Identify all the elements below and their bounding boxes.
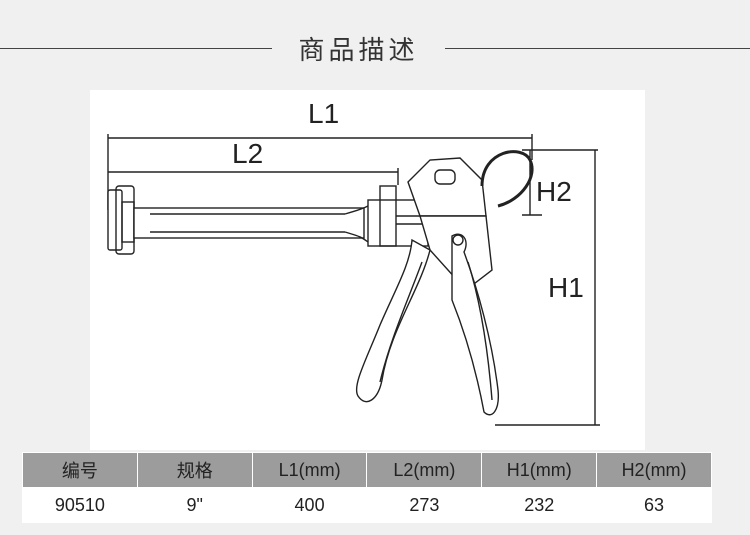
table-cell: 232 bbox=[481, 487, 598, 523]
barrel bbox=[133, 207, 365, 239]
table-cell: 273 bbox=[366, 487, 483, 523]
table-cell: 400 bbox=[251, 487, 368, 523]
table-cell: 9" bbox=[136, 487, 253, 523]
caulking-gun-icon bbox=[107, 134, 600, 426]
grip-handle bbox=[356, 238, 431, 403]
product-drawing: L1 L2 H2 H1 bbox=[90, 90, 645, 450]
table-header-row: 编号 规格 L1(mm) L2(mm) H1(mm) H2(mm) bbox=[22, 452, 712, 488]
section-title: 商品描述 bbox=[298, 36, 419, 66]
top-bracket bbox=[407, 157, 487, 217]
table-cell: 63 bbox=[596, 487, 712, 523]
header-rule-right bbox=[445, 48, 750, 49]
col-header: 规格 bbox=[136, 452, 253, 488]
table-cell: 90510 bbox=[22, 487, 138, 523]
col-header: L2(mm) bbox=[366, 452, 483, 488]
label-h2: H2 bbox=[536, 176, 572, 207]
rod-hook bbox=[480, 150, 534, 208]
pivot-pin bbox=[452, 234, 464, 246]
trigger-lever bbox=[451, 233, 500, 416]
label-h1: H1 bbox=[548, 272, 584, 303]
col-header: H2(mm) bbox=[596, 452, 712, 488]
front-cap bbox=[107, 189, 123, 251]
spec-table: 编号 规格 L1(mm) L2(mm) H1(mm) H2(mm) 90510 … bbox=[22, 452, 712, 523]
label-l1: L1 bbox=[308, 98, 340, 129]
section-header: 商品描述 bbox=[0, 26, 750, 70]
header-rule-left bbox=[0, 48, 272, 49]
table-row: 90510 9" 400 273 232 63 bbox=[22, 487, 712, 523]
col-header: H1(mm) bbox=[481, 452, 598, 488]
label-l2: L2 bbox=[232, 138, 264, 169]
col-header: L1(mm) bbox=[251, 452, 368, 488]
col-header: 编号 bbox=[22, 452, 138, 488]
